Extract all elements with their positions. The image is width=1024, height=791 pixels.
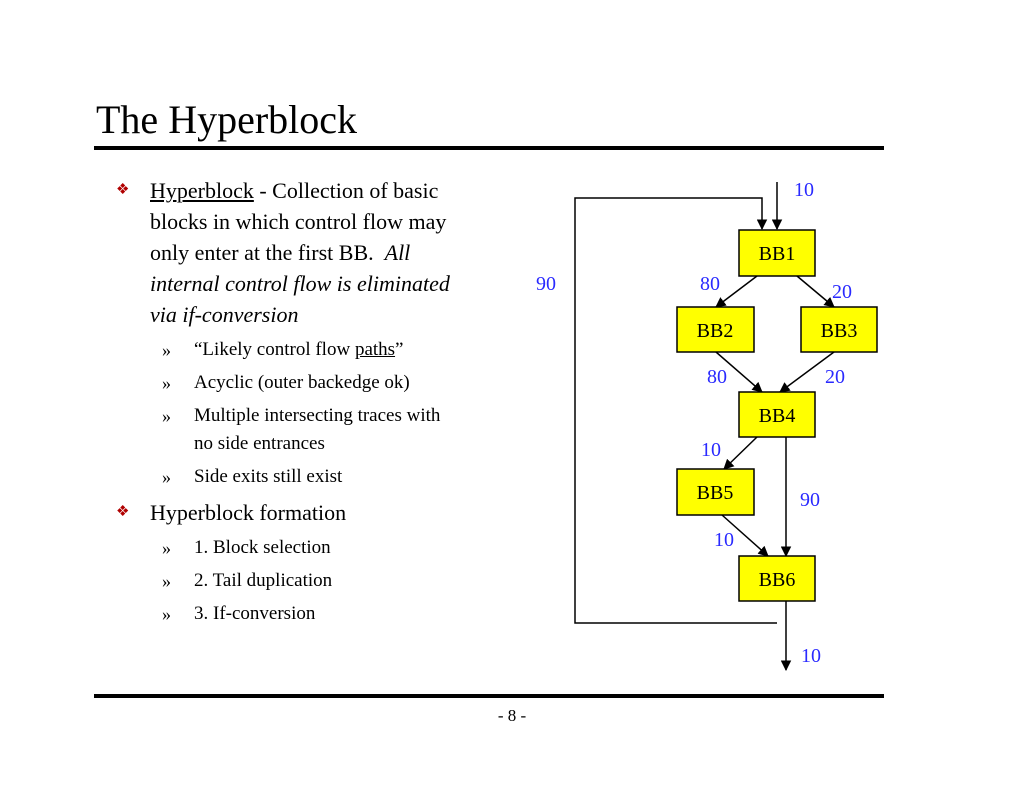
edge-bb3-bb4 [779, 351, 835, 393]
weight-exit: 10 [801, 645, 821, 667]
slide-title: The Hyperblock [96, 97, 358, 142]
block-bb6 [738, 555, 816, 602]
weight-bb2-bb4: 80 [707, 366, 727, 388]
hyperblock-term: Hyperblock [150, 178, 254, 203]
block-bb5 [676, 468, 755, 516]
chevron-bullet-icon: » [162, 406, 171, 426]
weight-bb4-bb6: 90 [800, 489, 820, 511]
backedge [574, 197, 777, 624]
footer-rule [94, 694, 884, 698]
sub-bullet-tail-duplication: » 2. Tail duplication [162, 567, 332, 595]
chevron-bullet-icon: » [162, 571, 171, 591]
bullet-line: only enter at the first BB. All [150, 240, 411, 265]
diamond-bullet-icon: ❖ [116, 504, 130, 520]
block-bb5-label: BB5 [697, 482, 734, 504]
sub-bullet-acyclic: » Acyclic (outer backedge ok) [162, 369, 410, 397]
weight-bb1-bb2: 80 [700, 273, 720, 295]
bullet-line: Hyperblock - Collection of basic [150, 178, 439, 203]
edge-bb1-bb3 [796, 275, 835, 308]
block-bb3-label: BB3 [821, 320, 858, 342]
block-bb4-label: BB4 [759, 405, 796, 427]
edge-bb4-bb5 [723, 436, 758, 470]
bullet-line: via if-conversion [150, 302, 299, 327]
diamond-bullet-icon: ❖ [116, 182, 130, 198]
sub-bullet-likely-paths: » “Likely control flow paths” [162, 336, 403, 364]
block-bb6-label: BB6 [759, 569, 796, 591]
weight-bb4-bb5: 10 [701, 439, 721, 461]
sub-bullet-intersecting-traces: » Multiple intersecting traces with no s… [162, 402, 440, 458]
block-bb1 [738, 229, 816, 277]
bullet-line: blocks in which control flow may [150, 209, 447, 234]
block-bb3 [800, 306, 878, 353]
bullet-hyperblock-definition: ❖ Hyperblock - Collection of basic block… [116, 175, 450, 330]
sub-bullet-block-selection: » 1. Block selection [162, 534, 331, 562]
chevron-bullet-icon: » [162, 604, 171, 624]
weight-bb3-bb4: 20 [825, 366, 845, 388]
chevron-bullet-icon: » [162, 373, 171, 393]
block-bb2 [676, 306, 755, 353]
weight-bb1-bb3: 20 [832, 281, 852, 303]
block-bb4 [738, 391, 816, 438]
edge-bb5-bb6 [721, 514, 769, 557]
bullet-line: internal control flow is eliminated [150, 271, 450, 296]
bullet-hyperblock-formation: ❖ Hyperblock formation [116, 497, 346, 528]
page-number: - 8 - [497, 706, 527, 725]
chevron-bullet-icon: » [162, 340, 171, 360]
block-bb1-label: BB1 [759, 243, 796, 265]
sub-bullet-if-conversion: » 3. If-conversion [162, 600, 315, 628]
weight-backedge: 90 [536, 273, 556, 295]
chevron-bullet-icon: » [162, 467, 171, 487]
sub-bullet-side-exits: » Side exits still exist [162, 463, 342, 491]
weight-bb5-bb6: 10 [714, 529, 734, 551]
edge-bb1-bb2 [715, 275, 758, 308]
chevron-bullet-icon: » [162, 538, 171, 558]
weight-entry: 10 [794, 179, 814, 201]
edge-bb2-bb4 [715, 351, 763, 393]
block-bb2-label: BB2 [697, 320, 734, 342]
paths-term: paths [354, 339, 396, 360]
title-rule [94, 146, 884, 150]
